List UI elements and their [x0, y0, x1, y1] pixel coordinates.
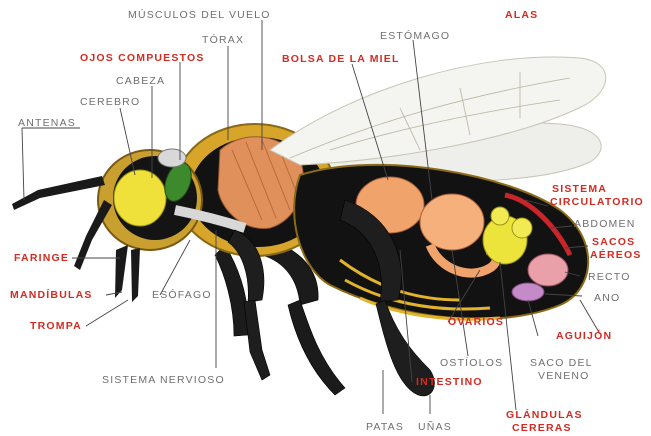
label-musculos-del-vuelo: MÚSCULOS DEL VUELO: [128, 9, 271, 21]
label-abdomen: ABDOMEN: [574, 218, 636, 230]
label-antenas: ANTENAS: [18, 117, 76, 129]
label-intestino: INTESTINO: [416, 376, 483, 388]
label-aguijon: AGUIJÓN: [556, 330, 612, 342]
label-sacos-aereos-1: SACOS: [592, 236, 635, 248]
brain-shape: [114, 170, 166, 226]
label-esofago: ESÓFAGO: [152, 289, 212, 301]
label-alas: ALAS: [505, 9, 538, 21]
label-unas: UÑAS: [418, 421, 452, 433]
label-torax: TÓRAX: [202, 34, 244, 46]
label-ostiolos: OSTÍOLOS: [440, 357, 503, 369]
label-ano: ANO: [594, 292, 620, 304]
label-bolsa-de-la-miel: BOLSA DE LA MIEL: [282, 53, 400, 65]
label-glandulas-cereras-2: CERERAS: [512, 422, 572, 434]
label-ovarios: OVARIOS: [448, 316, 504, 328]
label-saco-del-veneno-1: SACO DEL: [530, 357, 593, 369]
label-patas: PATAS: [366, 421, 404, 433]
mouthparts-shape: [115, 245, 140, 302]
venom-sac-shape: [512, 283, 544, 301]
label-cabeza: CABEZA: [116, 75, 165, 87]
label-mandibulas: MANDÍBULAS: [10, 289, 93, 301]
stomach-shape: [420, 194, 484, 250]
label-recto: RECTO: [588, 271, 631, 283]
rectum-shape: [528, 254, 568, 286]
label-saco-del-veneno-2: VENENO: [538, 370, 590, 382]
label-sistema-circulatorio-1: SISTEMA: [552, 183, 607, 195]
label-trompa: TROMPA: [30, 320, 82, 332]
label-ojos-compuestos: OJOS COMPUESTOS: [80, 52, 205, 64]
label-sistema-circulatorio-2: CIRCULATORIO: [550, 196, 644, 208]
label-glandulas-cereras-1: GLÁNDULAS: [506, 409, 583, 421]
label-estomago: ESTÓMAGO: [380, 30, 450, 42]
label-sistema-nervioso: SISTEMA NERVIOSO: [102, 374, 225, 386]
label-faringe: FARINGE: [14, 252, 69, 264]
label-cerebro: CEREBRO: [80, 96, 140, 108]
label-sacos-aereos-2: AÉREOS: [590, 249, 642, 261]
